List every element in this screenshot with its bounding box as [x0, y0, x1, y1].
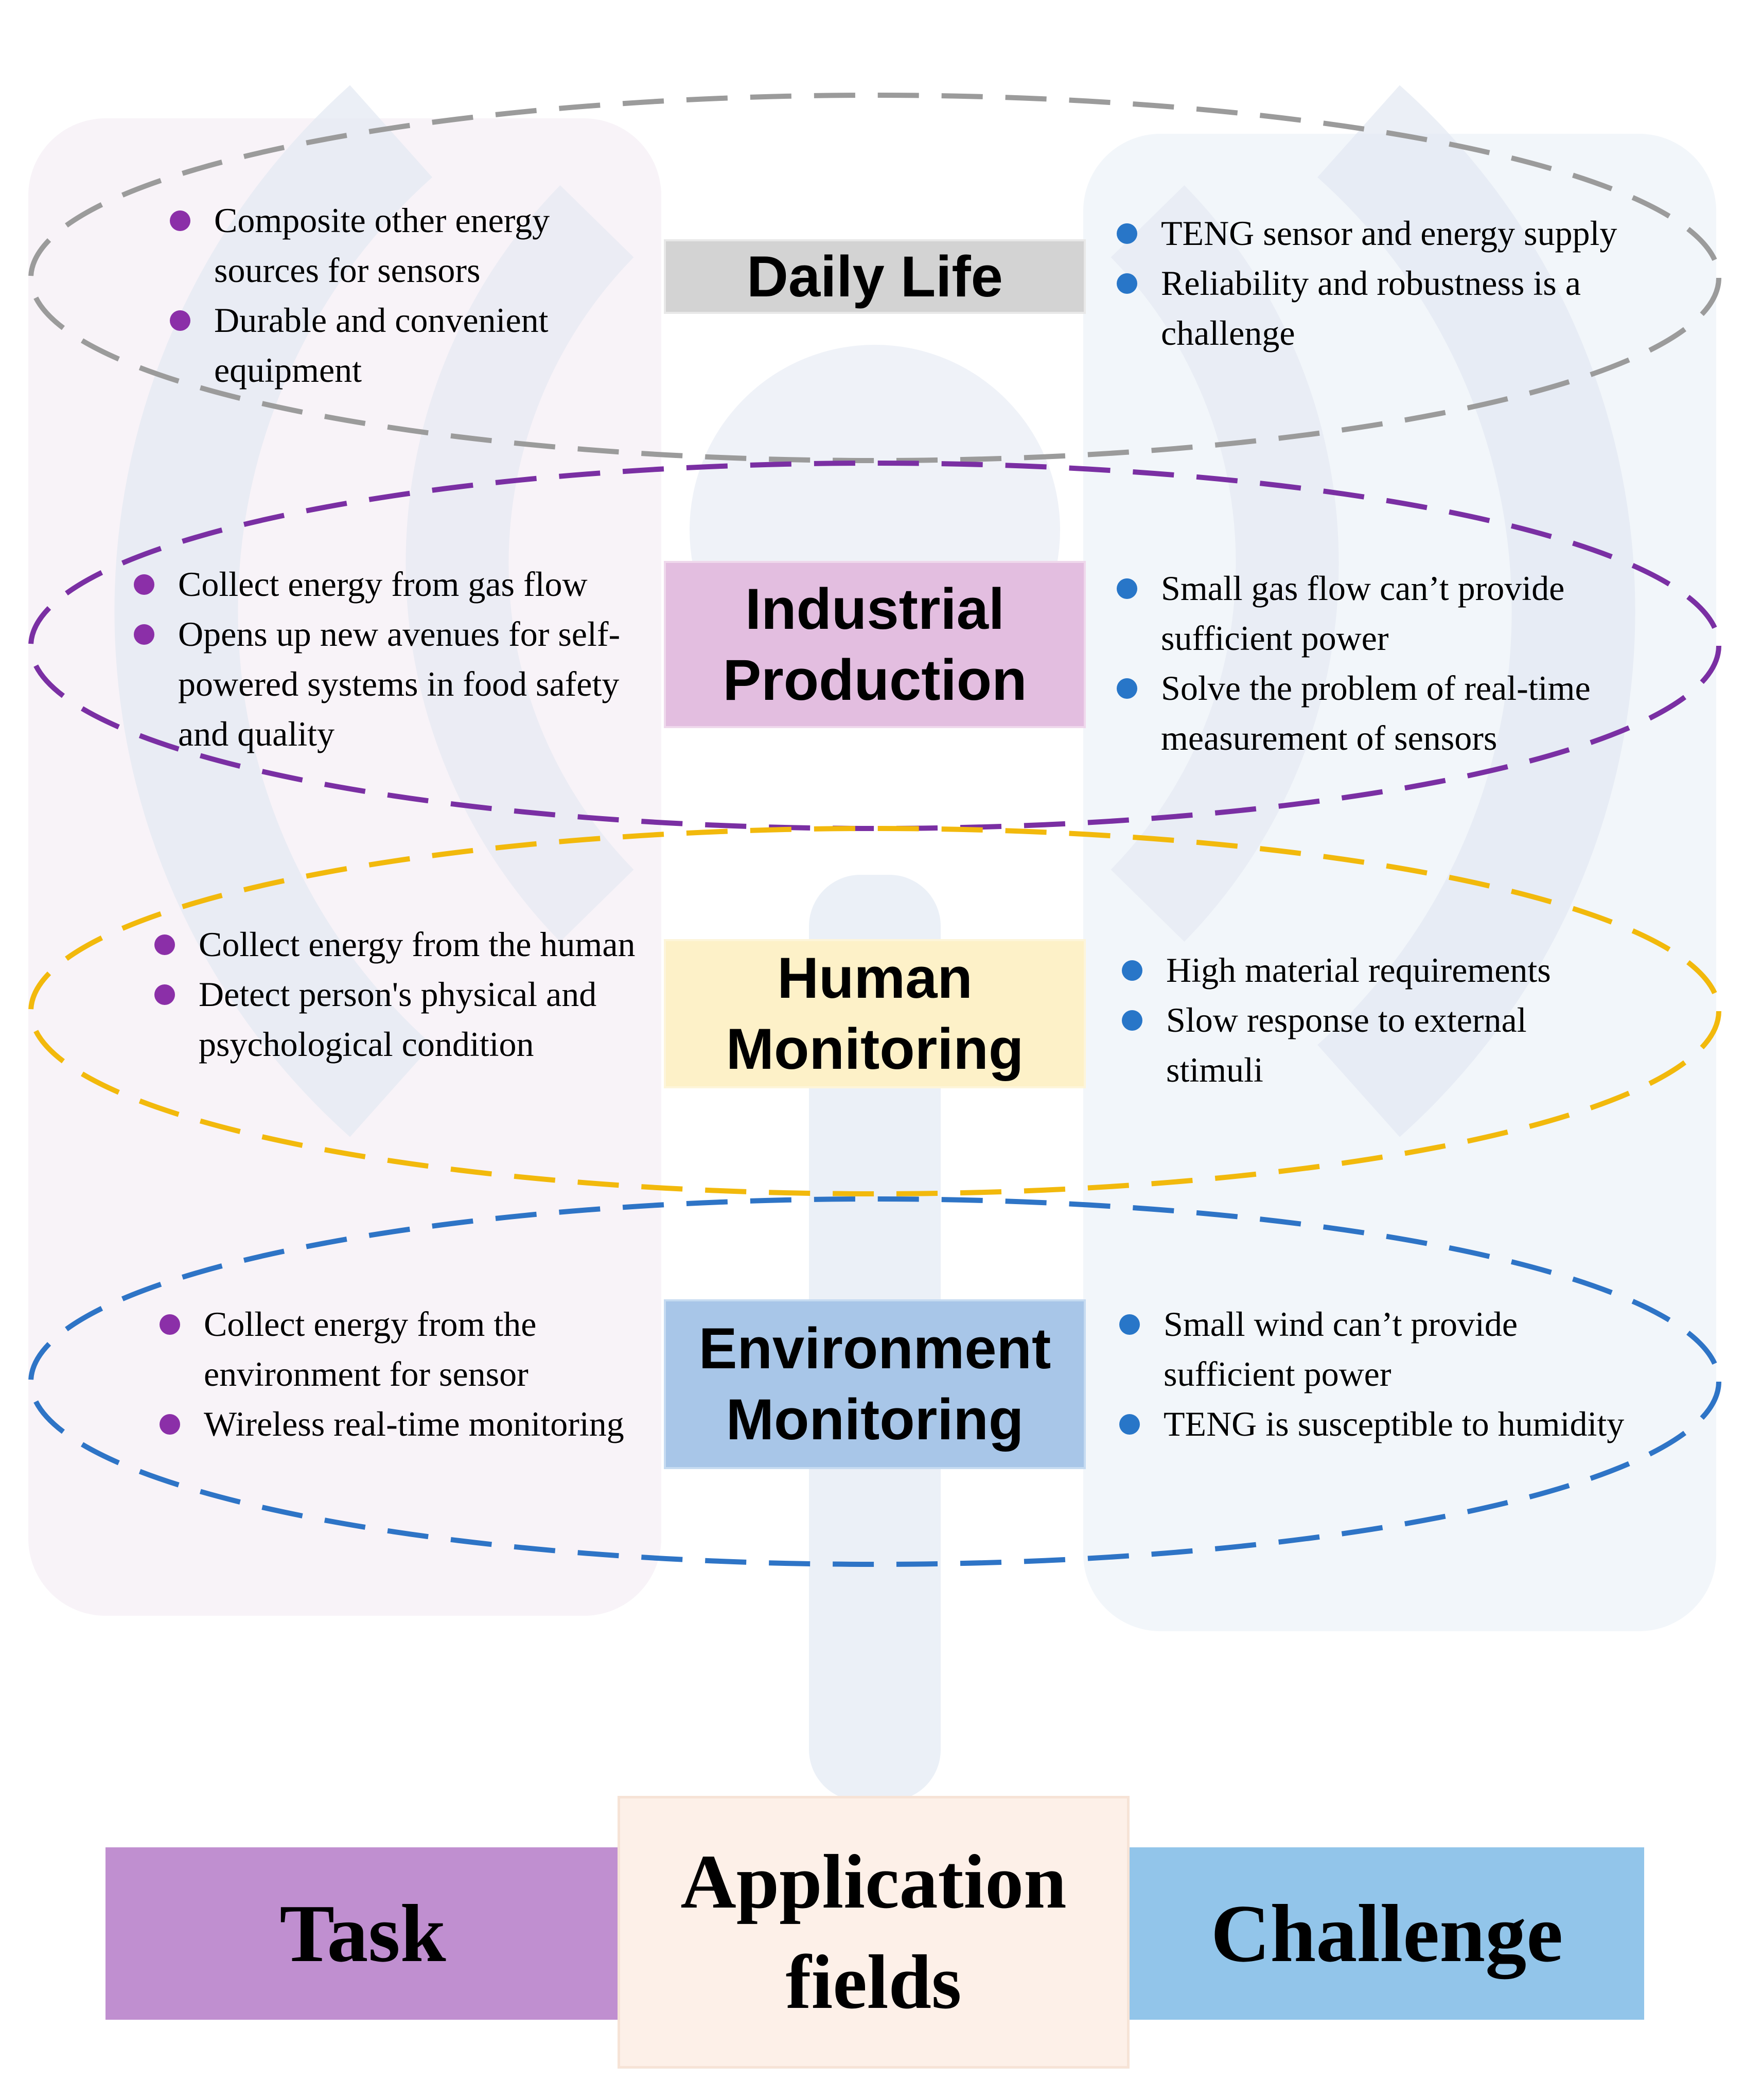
bullet-dot: [134, 574, 154, 595]
bullet-dot: [170, 210, 190, 231]
task-box: Task: [105, 1847, 620, 2020]
bullet-dot: [1117, 223, 1137, 244]
task-list-daily-life: Composite other energy sources for senso…: [160, 196, 623, 395]
bullet-dot: [1122, 1010, 1142, 1031]
bullet-dot: [1117, 578, 1137, 599]
challenge-item: Small gas flow can’t provide sufficient …: [1106, 563, 1626, 663]
challenge-list-human-monitoring: High material requirements Slow response…: [1112, 945, 1631, 1095]
field-label-daily-life-text: Daily Life: [747, 244, 1003, 309]
challenge-item: High material requirements: [1112, 945, 1631, 995]
bullet-dot: [154, 934, 175, 955]
bullet-dot: [1117, 273, 1137, 294]
challenge-item: Solve the problem of real-time measureme…: [1106, 663, 1626, 763]
challenge-item: Small wind can’t provide sufficient powe…: [1109, 1299, 1629, 1399]
challenge-item: TENG is susceptible to humidity: [1109, 1399, 1629, 1449]
task-item: Collect energy from gas flow: [124, 559, 659, 609]
task-item: Collect energy from the environment for …: [149, 1299, 643, 1399]
ellipse-environment-monitoring: [28, 1196, 1721, 1567]
challenge-item: Slow response to external stimuli: [1112, 995, 1631, 1095]
ellipse-industrial-production: [28, 461, 1721, 831]
challenge-item: Reliability and robustness is a challeng…: [1106, 258, 1626, 358]
application-fields-box: Application fields: [618, 1796, 1130, 2069]
bullet-dot: [1119, 1314, 1140, 1335]
field-label-daily-life: Daily Life: [664, 239, 1086, 314]
ellipse-daily-life: [28, 93, 1721, 463]
field-label-industrial-production: Industrial Production: [664, 561, 1086, 728]
challenge-list-daily-life: TENG sensor and energy supply Reliabilit…: [1106, 208, 1626, 358]
bullet-dot: [160, 1314, 180, 1335]
field-label-environment-monitoring: Environment Monitoring: [664, 1299, 1086, 1469]
bullet-dot: [1119, 1414, 1140, 1435]
field-label-human-monitoring: Human Monitoring: [664, 939, 1086, 1088]
challenge-box: Challenge: [1130, 1847, 1644, 2020]
bullet-dot: [1122, 960, 1142, 981]
task-list-environment-monitoring: Collect energy from the environment for …: [149, 1299, 643, 1449]
task-item: Opens up new avenues for self-powered sy…: [124, 609, 659, 759]
task-item: Wireless real-time monitoring: [149, 1399, 643, 1449]
application-fields-label: Application fields: [680, 1839, 1067, 2025]
field-label-environment-monitoring-text: Environment Monitoring: [698, 1316, 1051, 1452]
challenge-list-environment-monitoring: Small wind can’t provide sufficient powe…: [1109, 1299, 1629, 1449]
bullet-dot: [160, 1414, 180, 1435]
task-list-human-monitoring: Collect energy from the human Detect per…: [144, 920, 679, 1069]
ellipse-human-monitoring: [28, 826, 1721, 1196]
field-label-industrial-production-text: Industrial Production: [723, 576, 1027, 712]
bullet-dot: [170, 310, 190, 331]
task-item: Durable and convenient equipment: [160, 295, 623, 395]
task-item: Composite other energy sources for senso…: [160, 196, 623, 295]
field-label-human-monitoring-text: Human Monitoring: [726, 946, 1024, 1081]
challenge-list-industrial-production: Small gas flow can’t provide sufficient …: [1106, 563, 1626, 763]
bullet-dot: [134, 624, 154, 645]
bullet-dot: [1117, 678, 1137, 699]
task-list-industrial-production: Collect energy from gas flow Opens up ne…: [124, 559, 659, 759]
challenge-box-label: Challenge: [1210, 1887, 1563, 1979]
task-box-label: Task: [279, 1887, 446, 1979]
challenge-item: TENG sensor and energy supply: [1106, 208, 1626, 258]
task-item: Detect person's physical and psychologic…: [144, 969, 679, 1069]
bullet-dot: [154, 984, 175, 1005]
task-item: Collect energy from the human: [144, 920, 679, 969]
